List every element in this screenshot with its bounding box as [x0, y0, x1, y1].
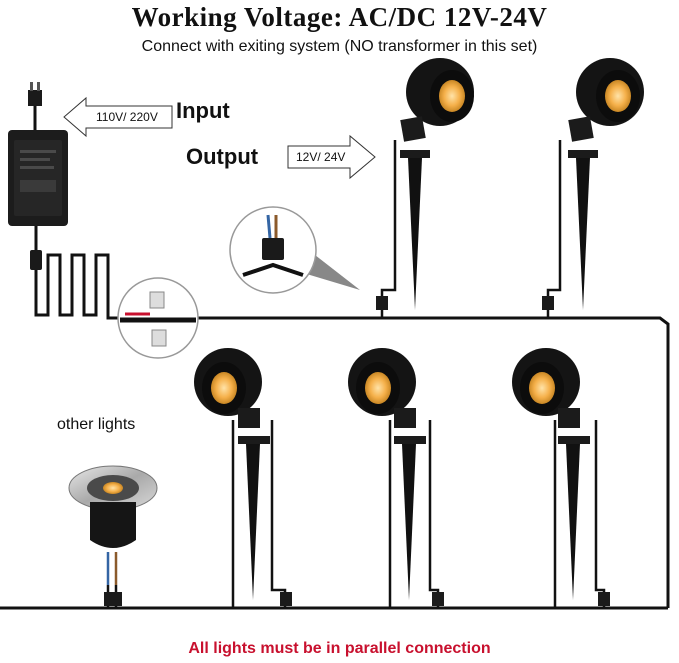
- output-voltage: 12V/ 24V: [296, 150, 346, 164]
- inground-light: [68, 465, 158, 608]
- spotlight-bottom-1: [194, 348, 292, 608]
- led-icon: [365, 372, 391, 404]
- footer-note: All lights must be in parallel connectio…: [188, 640, 491, 657]
- led-icon: [439, 80, 465, 112]
- other-lights-label: other lights: [57, 416, 136, 433]
- led-icon: [529, 372, 555, 404]
- led-icon: [605, 80, 631, 112]
- plug-icon: [28, 90, 42, 106]
- page-subtitle: Connect with exiting system (NO transfor…: [141, 38, 538, 55]
- led-icon: [103, 482, 123, 494]
- input-arrow-icon: [63, 96, 173, 138]
- output-label: Output: [186, 144, 259, 169]
- main-cable: [0, 316, 670, 610]
- output-arrow-icon: [287, 134, 376, 180]
- spotlight-bottom-2: [348, 348, 444, 608]
- input-voltage: 110V/ 220V: [96, 110, 158, 124]
- input-label: Input: [176, 98, 230, 123]
- led-icon: [211, 372, 237, 404]
- spotlight-bottom-3: [512, 348, 610, 608]
- page-title: Working Voltage: AC/DC 12V-24V: [131, 2, 548, 32]
- connector-magnifier: [229, 206, 360, 294]
- spotlight-top-2: [542, 58, 644, 318]
- spotlight-top-1: [376, 58, 474, 318]
- splice-magnifier: [117, 277, 199, 359]
- power-adapter: [8, 82, 68, 292]
- coiled-cable: [34, 253, 200, 320]
